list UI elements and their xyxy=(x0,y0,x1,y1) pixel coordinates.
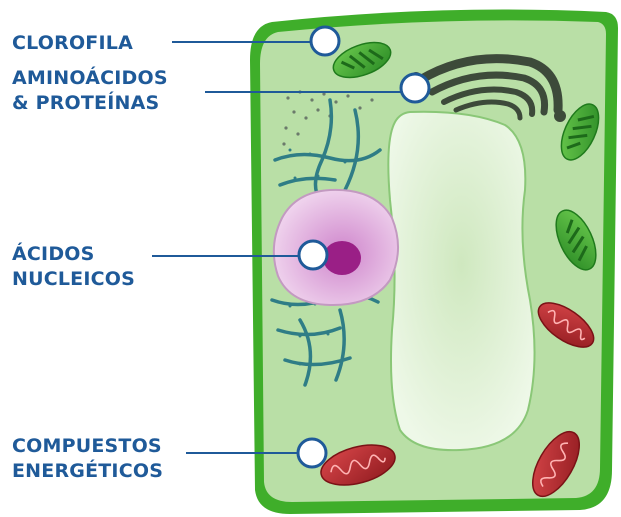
label-clorofila: CLOROFILA xyxy=(12,31,133,56)
label-clorofila-line-1: CLOROFILA xyxy=(12,31,133,56)
vacuole xyxy=(388,112,534,450)
label-acidos-nucleicos: ÁCIDOS NUCLEICOS xyxy=(12,242,135,292)
label-aminoacidos-proteinas: AMINOÁCIDOS & PROTEÍNAS xyxy=(12,66,168,116)
label-acidos-line-1: ÁCIDOS xyxy=(12,242,135,267)
nucleolus xyxy=(323,241,361,275)
label-aminoacidos-line-2: & PROTEÍNAS xyxy=(12,91,168,116)
label-compuestos-line-1: COMPUESTOS xyxy=(12,434,163,459)
label-acidos-line-2: NUCLEICOS xyxy=(12,267,135,292)
marker-compuestos xyxy=(298,439,326,467)
marker-acidos xyxy=(299,241,327,269)
marker-clorofila xyxy=(311,27,339,55)
marker-aminoacidos xyxy=(401,74,429,102)
label-compuestos-energeticos: COMPUESTOS ENERGÉTICOS xyxy=(12,434,163,484)
label-aminoacidos-line-1: AMINOÁCIDOS xyxy=(12,66,168,91)
label-compuestos-line-2: ENERGÉTICOS xyxy=(12,459,163,484)
